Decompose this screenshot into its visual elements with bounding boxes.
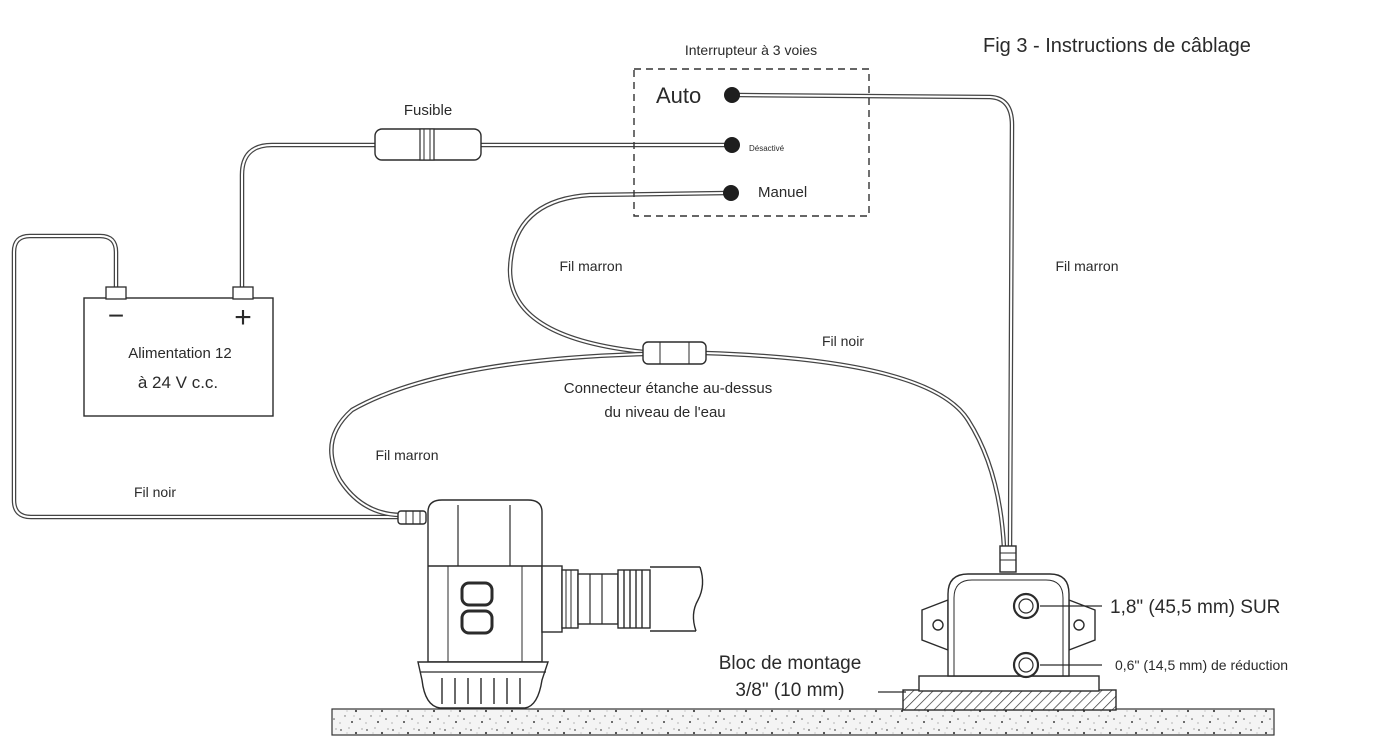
mounting-block-label-line1: Bloc de montage	[719, 653, 862, 674]
wire-label-brown-float: Fil marron	[1055, 258, 1118, 274]
wire-label-black-pump: Fil noir	[134, 484, 176, 500]
fuse	[374, 128, 482, 161]
waterproof-connector	[642, 341, 707, 365]
connector-label-line2: du niveau de l'eau	[604, 404, 725, 421]
off-level-label: 0,6" (14,5 mm) de réduction	[1115, 657, 1288, 673]
power-plus-sign: +	[234, 301, 252, 334]
figure-title: Fig 3 - Instructions de câblage	[983, 35, 1251, 57]
wire-label-black-float: Fil noir	[822, 333, 864, 349]
wire-label-brown-switch: Fil marron	[559, 258, 622, 274]
power-label-line2: à 24 V c.c.	[138, 373, 218, 392]
power-label-line1: Alimentation 12	[128, 345, 231, 362]
connector-label-line1: Connecteur étanche au-dessus	[564, 380, 772, 397]
switch-terminal-off	[724, 137, 740, 153]
switch-terminal-manual	[723, 185, 739, 201]
switch-label-off: Désactivé	[749, 144, 785, 153]
negative-terminal	[105, 286, 127, 300]
bilge-pump	[397, 499, 704, 709]
power-minus-sign: −	[108, 300, 124, 331]
switch-label-manual: Manuel	[758, 184, 807, 201]
switch-label-auto: Auto	[656, 83, 701, 108]
on-level-label: 1,8" (45,5 mm) SUR	[1110, 597, 1280, 618]
power-supply	[83, 286, 274, 417]
switch-box	[633, 68, 870, 217]
fuse-label: Fusible	[404, 102, 452, 119]
float-switch	[918, 545, 1100, 692]
mounting-block	[902, 689, 1117, 711]
switch-terminal-auto	[724, 87, 740, 103]
wire-label-brown-pump: Fil marron	[375, 447, 438, 463]
mounting-block-label-line2: 3/8" (10 mm)	[735, 680, 844, 701]
switch-title: Interrupteur à 3 voies	[685, 42, 817, 58]
ground-surface	[331, 708, 1275, 736]
wires	[11, 92, 1015, 551]
positive-terminal	[232, 286, 254, 300]
